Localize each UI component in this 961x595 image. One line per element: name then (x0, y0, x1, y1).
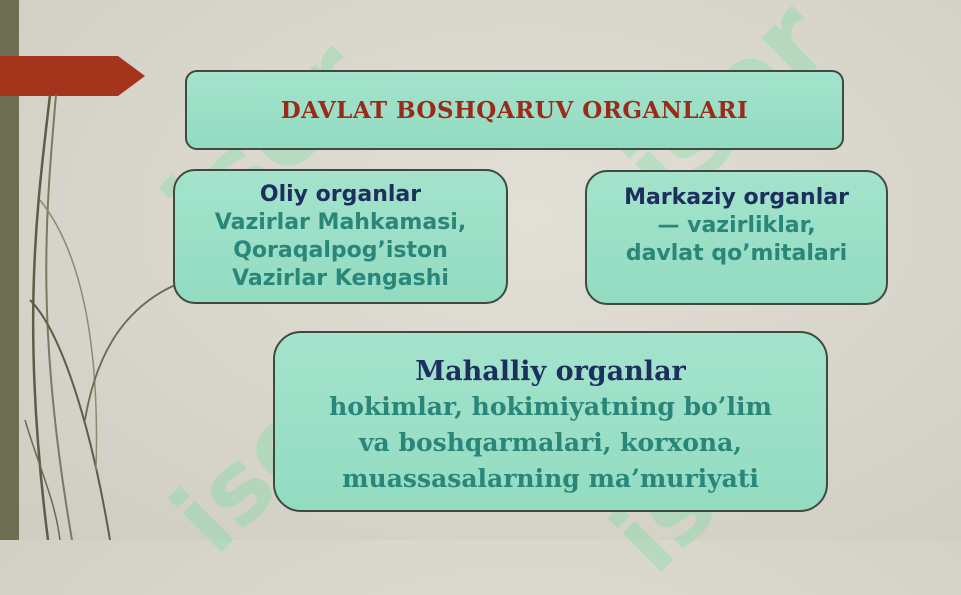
markaziy-heading: Markaziy organlar (624, 185, 849, 210)
oliy-line: Vazirlar Mahkamasi, (214, 210, 467, 235)
mahalliy-line: muassasalarning ma’muriyati (342, 464, 759, 493)
mahalliy-line: hokimlar, hokimiyatning bo’lim (329, 392, 772, 421)
oliy-organlar-box: Oliy organlar Vazirlar Mahkamasi, Qoraqa… (173, 169, 508, 304)
markaziy-line: davlat qo’mitalari (625, 241, 848, 266)
title-box: DAVLAT BOSHQARUV ORGANLARI (185, 70, 844, 150)
oliy-heading: Oliy organlar (259, 182, 422, 207)
arrow-banner (0, 56, 145, 96)
markaziy-line: — vazirliklar, (657, 213, 816, 238)
mahalliy-line: va boshqarmalari, korxona, (359, 428, 742, 457)
mahalliy-heading: Mahalliy organlar (415, 356, 686, 387)
oliy-line: Qoraqalpog’iston (233, 238, 448, 263)
diagram-title: DAVLAT BOSHQARUV ORGANLARI (280, 96, 749, 124)
oliy-line: Vazirlar Kengashi (232, 266, 449, 291)
mahalliy-organlar-box: Mahalliy organlar hokimlar, hokimiyatnin… (273, 331, 828, 512)
left-sidebar-bar (0, 0, 19, 540)
markaziy-organlar-box: Markaziy organlar — vazirliklar, davlat … (585, 170, 888, 305)
